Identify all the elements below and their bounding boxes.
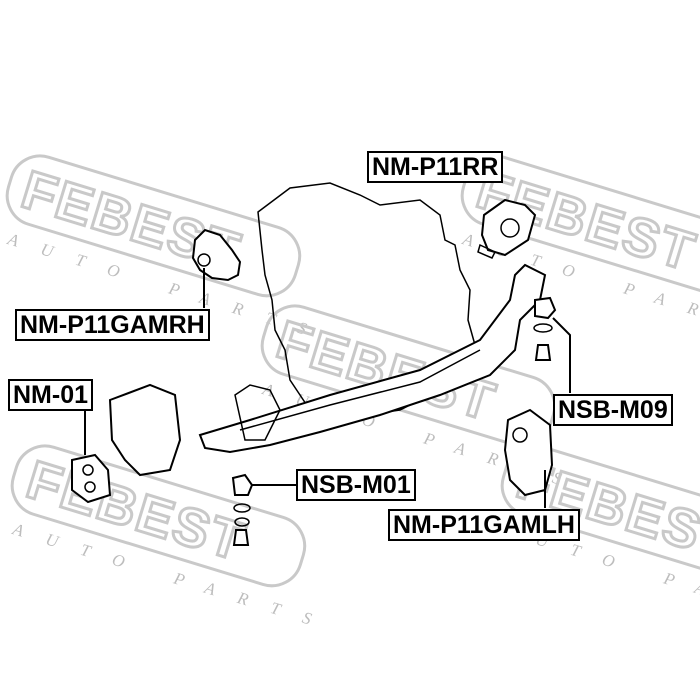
label-nm-p11rr: NM-P11RR [367,151,504,183]
label-nsb-m01: NSB-M01 [296,469,416,501]
label-nm-01: NM-01 [8,379,94,411]
label-nsb-m09: NSB-M09 [553,394,673,426]
crossmember [198,263,547,454]
front-mount-part [71,383,182,504]
rear-mount-part [477,198,537,259]
bushing-m09-part [533,296,571,393]
crossmember-detail [234,349,481,441]
bushing-m01-part [231,473,296,546]
label-nm-p11gamrh: NM-P11GAMRH [15,309,210,341]
label-nm-p11gamlh: NM-P11GAMLH [388,509,580,541]
left-mount-part [503,408,554,508]
right-mount-part [191,228,242,308]
